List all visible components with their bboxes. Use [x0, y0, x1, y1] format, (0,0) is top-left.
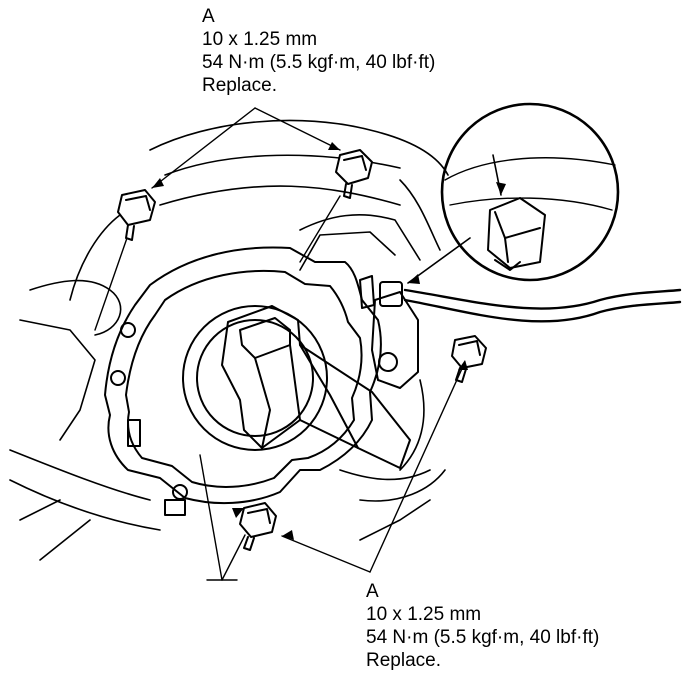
bolt-size-label: 10 x 1.25 mm — [202, 29, 318, 50]
bolt-bottom — [239, 502, 277, 551]
mount-plate — [104, 246, 382, 505]
plate-studs — [110, 275, 375, 516]
side-bracket — [371, 281, 419, 389]
torque-spec-label: 54 N·m (5.5 kgf·m, 40 lbf·ft) — [202, 52, 436, 73]
housing-outline — [9, 119, 449, 561]
leader-lines-bottom — [199, 361, 466, 581]
hose — [403, 288, 682, 323]
bolt-top-left — [117, 189, 156, 241]
detail-inset — [407, 102, 620, 284]
torque-callout-bottom: A 10 x 1.25 mm 54 N·m (5.5 kgf·m, 40 lbf… — [366, 580, 599, 672]
callout-letter: A — [366, 581, 379, 602]
torque-callout-top: A 10 x 1.25 mm 54 N·m (5.5 kgf·m, 40 lbf… — [202, 5, 435, 97]
bolt-size-label: 10 x 1.25 mm — [366, 604, 482, 625]
bolt-top-right — [335, 149, 373, 199]
callout-letter: A — [202, 6, 215, 27]
torque-spec-label: 54 N·m (5.5 kgf·m, 40 lbf·ft) — [366, 627, 600, 648]
leader-lines-top — [94, 107, 341, 331]
mount-bracket — [221, 305, 411, 469]
bolt-right — [451, 335, 487, 383]
replace-note: Replace. — [202, 75, 277, 96]
replace-note: Replace. — [366, 650, 441, 671]
